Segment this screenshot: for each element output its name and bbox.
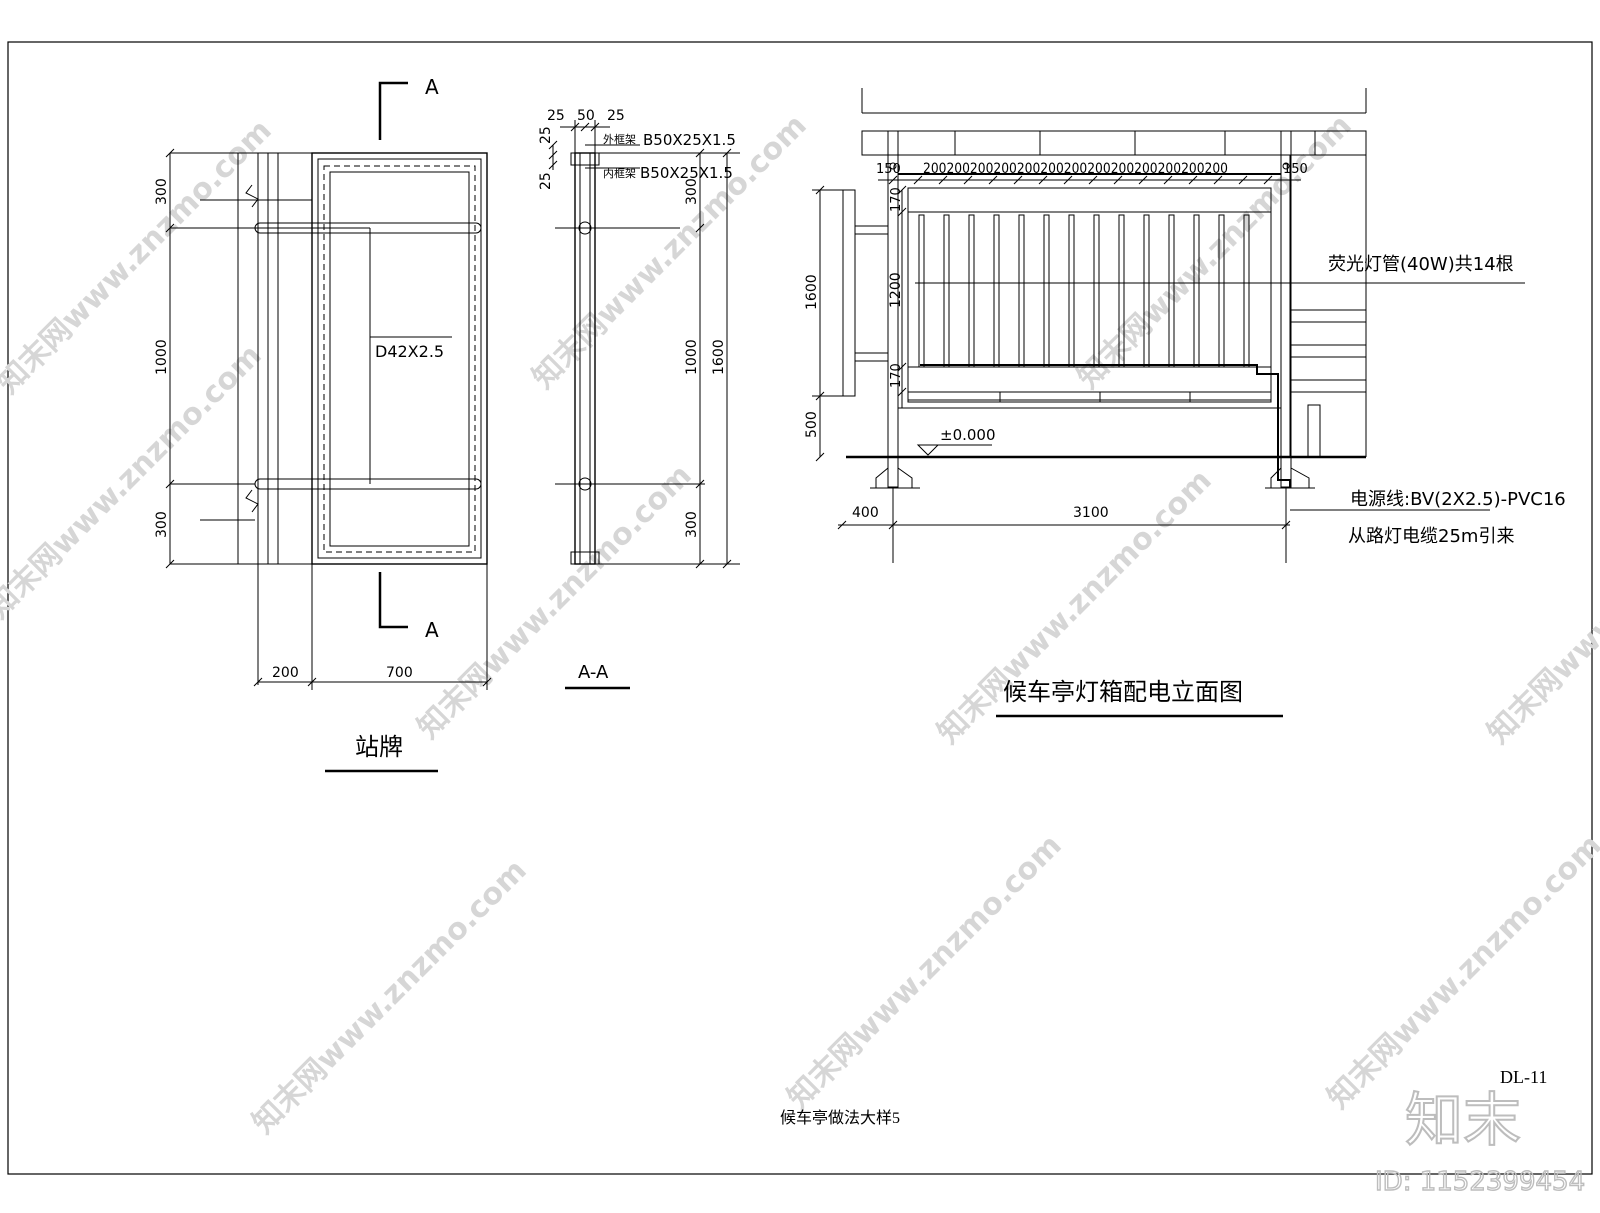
column-left bbox=[887, 130, 899, 488]
dim-label: 700 bbox=[386, 665, 413, 681]
column-bolt bbox=[889, 162, 897, 170]
footing-right bbox=[1265, 467, 1315, 489]
drawing-title: A-A bbox=[578, 662, 609, 683]
fluorescent-tube bbox=[993, 214, 1000, 368]
dim-label: 50 bbox=[577, 108, 595, 124]
brand-logo-text: 知末 bbox=[1405, 1086, 1521, 1154]
section-texts: 25 50 25 25 25 外框架 B50X25X1.5 内框架 B50X25… bbox=[538, 108, 736, 683]
tube-spacing-label: 200200200200200200200200200200200200200 bbox=[923, 161, 1228, 177]
dim-label: 170 bbox=[889, 363, 904, 388]
bench-leg bbox=[1307, 404, 1321, 458]
dim-label: 300 bbox=[154, 511, 170, 538]
lightbox-elevation bbox=[812, 88, 1525, 718]
section-mark-label: A bbox=[425, 75, 439, 99]
sheet-number: DL-11 bbox=[1500, 1067, 1547, 1087]
cable-note: 从路灯电缆25m引来 bbox=[1348, 526, 1514, 547]
outer-frame-tag: 外框架 bbox=[603, 133, 636, 146]
footing-left bbox=[870, 467, 920, 489]
fluorescent-tube bbox=[1043, 214, 1050, 368]
sign-inner-frame-line bbox=[329, 171, 470, 547]
dim-label: 3100 bbox=[1073, 505, 1109, 521]
section-top-cap bbox=[570, 152, 600, 166]
sign-break-symbol bbox=[245, 184, 259, 208]
watermark-text: 知末网www.znzmo.com bbox=[1321, 828, 1600, 1116]
section-a-a bbox=[548, 120, 740, 690]
dim-label: 150 bbox=[1283, 162, 1308, 177]
dim-label: 300 bbox=[684, 178, 700, 205]
dim-label: 25 bbox=[538, 126, 554, 144]
dim-label: 400 bbox=[852, 505, 879, 521]
sign-elevation bbox=[165, 81, 492, 773]
lightbox-inner-frame bbox=[907, 187, 1272, 401]
brand-id-text: ID: 1152399454 bbox=[1375, 1167, 1585, 1197]
section-cut-mark-bottom bbox=[378, 572, 408, 629]
section-cut-mark-top bbox=[378, 81, 408, 140]
dim-tick bbox=[837, 520, 1291, 530]
dim-tick bbox=[165, 148, 175, 569]
inner-frame-tag: 内框架 bbox=[603, 166, 636, 180]
roof-beam bbox=[861, 130, 1367, 156]
dim-tick bbox=[695, 148, 732, 569]
dim-label: 1600 bbox=[804, 274, 820, 310]
sheet-title: 候车亭做法大样5 bbox=[780, 1109, 900, 1127]
sheet-border bbox=[7, 41, 1593, 1175]
outer-frame-spec: B50X25X1.5 bbox=[643, 131, 736, 149]
sign-pipe-bottom bbox=[254, 478, 482, 490]
watermark-text: 知末网www.znzmo.com bbox=[526, 108, 814, 396]
dim-label: 500 bbox=[804, 411, 820, 438]
column-bolt bbox=[1282, 162, 1290, 170]
section-mark-label: A bbox=[425, 618, 439, 642]
drawing-title: 站牌 bbox=[355, 733, 403, 761]
sign-break-symbol bbox=[245, 489, 259, 513]
sign-inner-frame bbox=[323, 165, 476, 553]
dim-label: 1000 bbox=[684, 339, 700, 375]
dim-label: 25 bbox=[607, 108, 625, 124]
sign-frame-line bbox=[317, 158, 482, 559]
lightbox-bottom-band bbox=[907, 391, 1272, 403]
dim-tick bbox=[888, 175, 1273, 185]
sign-outer-frame bbox=[311, 152, 488, 565]
title-block: DL-11 候车亭做法大样5 bbox=[780, 1067, 1547, 1127]
dim-label: 1000 bbox=[154, 339, 170, 375]
dim-label: 300 bbox=[154, 178, 170, 205]
fluorescent-tube bbox=[968, 214, 975, 368]
drawing-title: 候车亭灯箱配电立面图 bbox=[1003, 678, 1243, 706]
dim-label: 170 bbox=[889, 187, 904, 212]
dim-label: 25 bbox=[547, 108, 565, 124]
power-note: 电源线:BV(2X2.5)-PVC16 bbox=[1350, 489, 1566, 510]
dim-tick bbox=[570, 122, 600, 132]
level-symbol bbox=[916, 444, 940, 456]
fluorescent-tube bbox=[918, 214, 925, 368]
dim-label: 1600 bbox=[711, 339, 727, 375]
inner-frame-spec: B50X25X1.5 bbox=[640, 164, 733, 182]
dim-label: 200 bbox=[272, 665, 299, 681]
side-sign-panel bbox=[842, 189, 856, 397]
fluorescent-tube-group bbox=[918, 214, 1250, 368]
fluorescent-tube bbox=[1018, 214, 1025, 368]
brand-watermark: 知末 ID: 1152399454 bbox=[1374, 1085, 1586, 1198]
dim-label: 1200 bbox=[888, 272, 904, 308]
watermark-text: 知末网www.znzmo.com bbox=[781, 828, 1069, 1116]
pipe-spec-label: D42X2.5 bbox=[375, 342, 444, 361]
fluorescent-tube bbox=[1068, 214, 1075, 368]
watermark-text: 知末网www.znzmo.com bbox=[246, 853, 534, 1141]
fluorescent-tube bbox=[943, 214, 950, 368]
lamp-note: 荧光灯管(40W)共14根 bbox=[1328, 254, 1514, 275]
dim-tick bbox=[815, 185, 825, 462]
dim-label: 25 bbox=[538, 172, 554, 190]
watermark-text: 知末网www.znzmo.com bbox=[411, 458, 699, 746]
dim-label: 300 bbox=[684, 511, 700, 538]
dim-tick bbox=[253, 677, 492, 687]
dim-tick bbox=[548, 140, 558, 170]
section-bottom-cap bbox=[570, 551, 600, 565]
dim-tick bbox=[897, 185, 907, 397]
watermark-text: 知末网www.znzmo.com bbox=[0, 338, 269, 626]
level-label: ±0.000 bbox=[940, 426, 996, 444]
dim-label: 150 bbox=[876, 162, 901, 177]
power-wire bbox=[920, 364, 1291, 488]
sign-texts: A A D42X2.5 300 1000 300 200 700 站牌 bbox=[154, 75, 444, 761]
lightbox-texts: 200200200200200200200200200200200200200 … bbox=[804, 161, 1566, 706]
